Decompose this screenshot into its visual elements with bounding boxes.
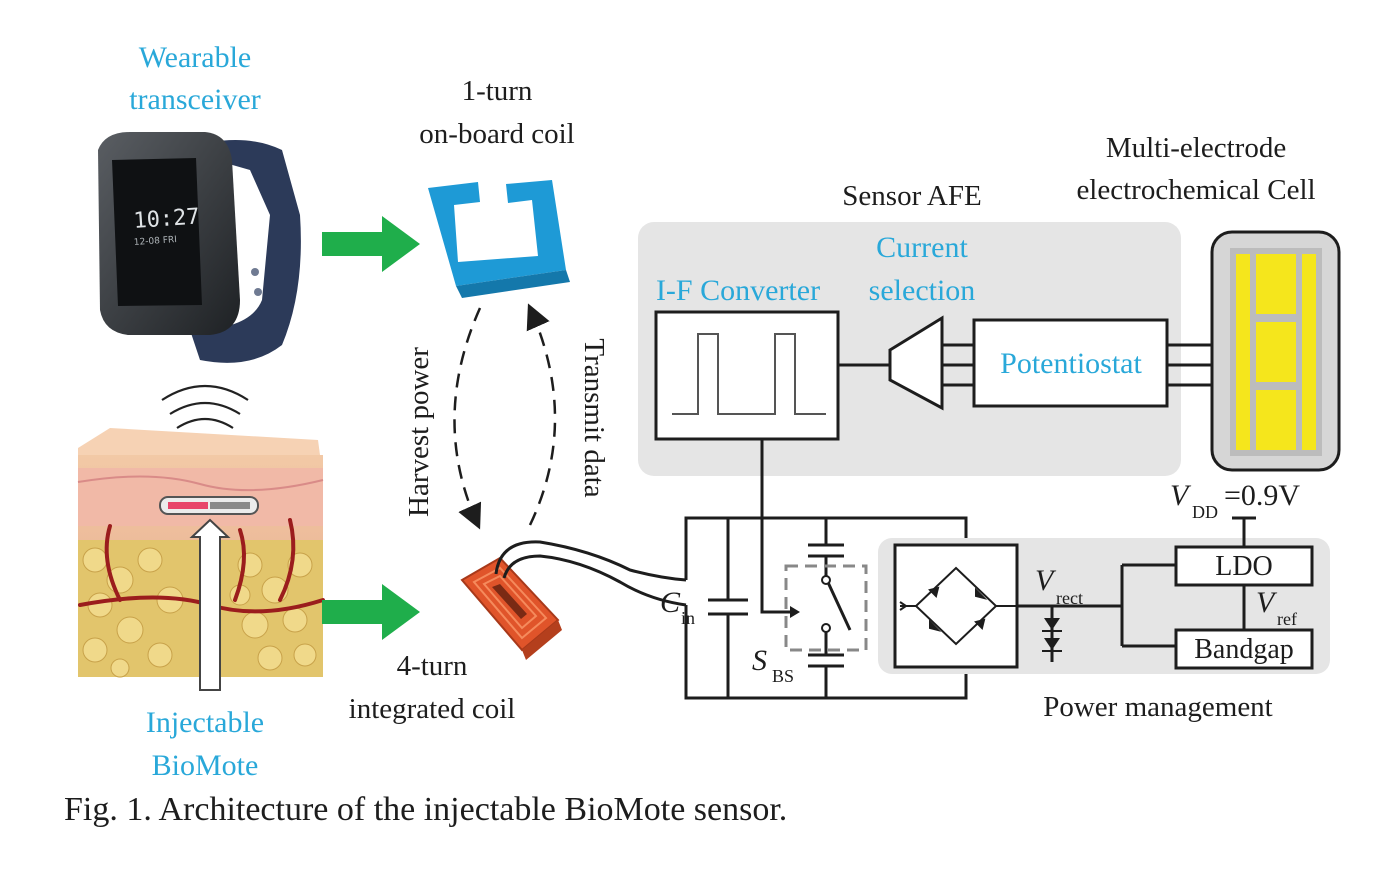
transmit-data-label: Transmit data [578, 338, 610, 497]
harvest-power-label: Harvest power [403, 347, 435, 517]
smartwatch-image: 10:27 12-08 FRI [98, 132, 301, 363]
square-wave-icon [672, 333, 826, 415]
vref-label: V [1256, 586, 1278, 619]
vrect-subscript: rect [1056, 588, 1083, 608]
if-converter-block [654, 310, 840, 441]
switch-dashed-box [784, 564, 868, 652]
bandgap-block [1174, 628, 1314, 670]
sbs-label: S [752, 644, 767, 677]
vdd-subscript: DD [1192, 502, 1218, 522]
skin-tissue-image [77, 428, 325, 691]
coil1-label-line1: 1-turn [462, 75, 533, 107]
bandgap-label: Bandgap [1194, 634, 1294, 665]
figure-caption: Fig. 1. Architecture of the injectable B… [64, 791, 787, 828]
watch-date-text: 12-08 FRI [134, 235, 178, 248]
coil4-label-line1: 4-turn [397, 650, 468, 682]
coil4-label-line2: integrated coil [349, 693, 516, 725]
harvest-power-arrow [453, 307, 482, 530]
wearable-label-line2: transceiver [129, 83, 261, 116]
multi-electrode-label-line2: electrochemical Cell [1076, 174, 1315, 206]
current-selection-label-line2: selection [869, 274, 976, 307]
coil1-label-line2: on-board coil [419, 118, 574, 150]
four-turn-coil-icon [460, 556, 562, 660]
transmit-data-arrow [526, 303, 557, 526]
vrect-label: V [1035, 564, 1057, 597]
potentiostat-label: Potentiostat [1000, 347, 1142, 380]
wearable-label-line1: Wearable [139, 41, 252, 74]
cin-subscript: in [681, 608, 695, 628]
potentiostat-block [972, 318, 1169, 408]
ldo-label: LDO [1215, 551, 1273, 582]
sensor-afe-label: Sensor AFE [842, 180, 981, 212]
power-management-label: Power management [1043, 691, 1273, 723]
multi-electrode-label-line1: Multi-electrode [1106, 132, 1286, 164]
cin-label: C [660, 586, 681, 619]
if-converter-label: I-F Converter [656, 274, 820, 307]
vdd-label: V [1170, 479, 1192, 512]
green-arrow-bottom [322, 584, 420, 640]
green-arrow-top [322, 216, 420, 272]
ldo-block [1174, 545, 1314, 587]
watch-time-text: 10:27 [133, 204, 201, 234]
one-turn-coil-icon [428, 180, 570, 298]
sbs-subscript: BS [772, 666, 794, 686]
injectable-label-line1: Injectable [146, 706, 264, 739]
injectable-label-line2: BioMote [152, 749, 259, 782]
vref-subscript: ref [1277, 609, 1297, 629]
diode-bridge-icon [899, 566, 1017, 646]
current-selection-label-line1: Current [876, 231, 968, 264]
current-selection-mux [888, 315, 944, 411]
vdd-value: =0.9V [1224, 479, 1300, 512]
zener-diode-icon [1042, 618, 1062, 652]
electrochemical-cell-icon [1210, 230, 1341, 472]
